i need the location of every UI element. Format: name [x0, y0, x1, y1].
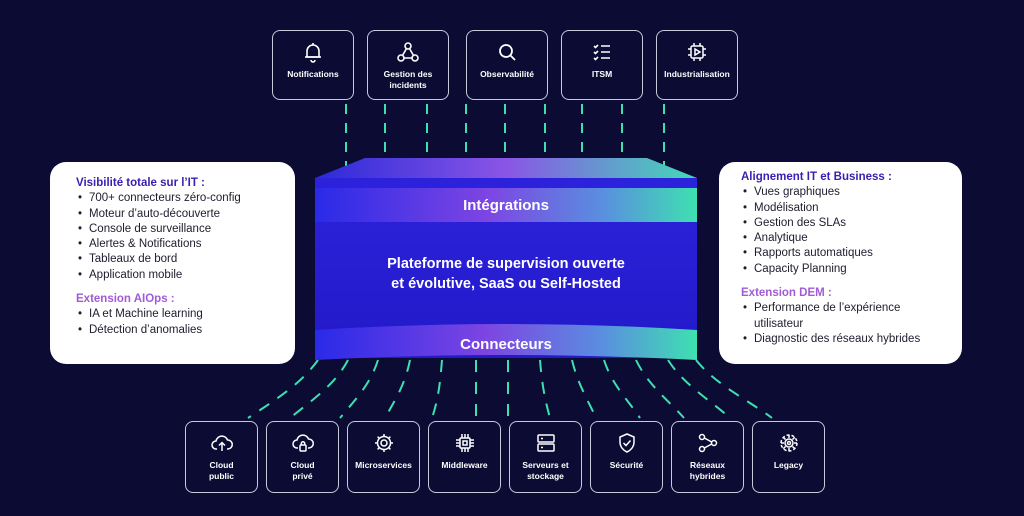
feature-list: 700+ connecteurs zéro-config Moteur d’au…: [76, 191, 283, 283]
tile-legacy[interactable]: Legacy: [752, 421, 825, 493]
extension-list: Performance de l’expérience utilisateur …: [741, 301, 950, 347]
list-item: Tableaux de bord: [76, 252, 283, 268]
connector-line: [635, 359, 685, 419]
list-item: Moteur d’auto-découverte: [76, 207, 283, 223]
integrations-band: [315, 188, 697, 222]
server-icon: [536, 434, 555, 452]
tile-cloud-public[interactable]: Cloud public: [185, 421, 258, 493]
search-icon: [499, 44, 516, 61]
tile-label: Legacy: [773, 460, 804, 470]
extension-title: Extension DEM :: [741, 287, 832, 300]
connectors-label: Connecteurs: [460, 336, 552, 353]
cloud-lock-icon: [291, 434, 314, 452]
extension-list: IA et Machine learning Détection d’anoma…: [76, 307, 283, 338]
shield-check-icon: [618, 433, 635, 453]
connector-line: [603, 359, 641, 419]
connector-line: [695, 359, 773, 419]
connectors-band: [315, 324, 697, 360]
list-item: Détection d’anomalies: [76, 323, 283, 339]
list-item: Performance de l’expérience utilisateur: [741, 301, 950, 332]
connector-line: [431, 359, 443, 419]
tile-cloud-prive[interactable]: Cloud privé: [266, 421, 339, 493]
list-item: Diagnostic des réseaux hybrides: [741, 332, 950, 348]
tile-label: Cloud privé: [290, 460, 315, 481]
list-item: 700+ connecteurs zéro-config: [76, 191, 283, 207]
tile-label: Sécurité: [609, 460, 644, 470]
list-item: IA et Machine learning: [76, 307, 283, 323]
list-item: Analytique: [741, 231, 950, 247]
automation-icon: [688, 43, 706, 61]
tile-label: Middleware: [441, 460, 488, 470]
connector-line: [667, 359, 731, 419]
connector-line: [289, 359, 349, 419]
network-icon: [397, 42, 419, 62]
tile-serveurs-stockage[interactable]: Serveurs et stockage: [509, 421, 582, 493]
card-alignement: Alignement IT et Business : Vues graphiq…: [719, 162, 962, 364]
card-title: Visibilité totale sur l’IT :: [76, 177, 205, 189]
tile-label: ITSM: [591, 69, 613, 79]
tile-gestion-incidents[interactable]: Gestion des incidents: [367, 30, 449, 100]
tile-itsm[interactable]: ITSM: [561, 30, 643, 100]
platform-line-1: Plateforme de supervision ouverte: [387, 256, 625, 272]
tile-notifications[interactable]: Notifications: [272, 30, 354, 100]
integrations-label: Intégrations: [463, 197, 549, 214]
tile-observabilite[interactable]: Observabilité: [466, 30, 548, 100]
connector-line: [339, 359, 379, 419]
connector-line: [571, 359, 597, 419]
tile-securite[interactable]: Sécurité: [590, 421, 663, 493]
tile-microservices[interactable]: Microservices: [347, 421, 420, 493]
tile-label: Cloud public: [208, 460, 235, 481]
platform-shape: [315, 158, 697, 360]
connector-line: [384, 359, 411, 419]
list-item: Gestion des SLAs: [741, 216, 950, 232]
tile-reseaux-hybrides[interactable]: Réseaux hybrides: [671, 421, 744, 493]
network-nodes-icon: [698, 433, 717, 453]
connector-line: [247, 359, 319, 419]
gear-icon: [374, 434, 393, 452]
chip-icon: [455, 434, 474, 452]
tile-label: Industrialisation: [664, 69, 730, 79]
list-item: Modélisation: [741, 201, 950, 217]
gears-icon: [779, 434, 798, 452]
tile-label: Notifications: [287, 69, 339, 79]
bottom-connector-lines: [247, 359, 773, 419]
card-title: Alignement IT et Business :: [741, 171, 892, 183]
tile-label: Réseaux hybrides: [689, 460, 726, 481]
platform-line-2: et évolutive, SaaS ou Self-Hosted: [391, 276, 621, 292]
feature-list: Vues graphiques Modélisation Gestion des…: [741, 185, 950, 277]
tile-label: Microservices: [355, 460, 412, 470]
list-item: Application mobile: [76, 268, 283, 284]
extension-title: Extension AIOps :: [76, 293, 175, 306]
bell-icon: [305, 43, 321, 63]
list-item: Capacity Planning: [741, 262, 950, 278]
tile-industrialisation[interactable]: Industrialisation: [656, 30, 738, 100]
list-item: Rapports automatiques: [741, 246, 950, 262]
tile-label: Observabilité: [480, 69, 534, 79]
cloud-upload-icon: [210, 435, 233, 451]
platform-top: [315, 158, 697, 178]
connector-line: [539, 359, 551, 419]
tile-label: Gestion des incidents: [383, 69, 433, 90]
list-item: Console de surveillance: [76, 222, 283, 238]
list-item: Vues graphiques: [741, 185, 950, 201]
tile-label: Serveurs et stockage: [522, 460, 569, 481]
card-visibilite: Visibilité totale sur l’IT : 700+ connec…: [50, 162, 295, 364]
tile-middleware[interactable]: Middleware: [428, 421, 501, 493]
platform-description: Plateforme de supervision ouverte et évo…: [315, 254, 697, 294]
list-item: Alertes & Notifications: [76, 237, 283, 253]
checklist-icon: [593, 44, 610, 61]
